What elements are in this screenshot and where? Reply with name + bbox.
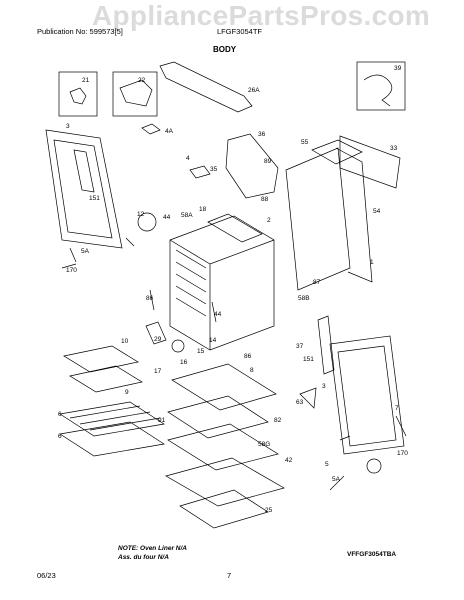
part-29 [145, 321, 167, 345]
callout-54: 54 [373, 208, 381, 215]
part-10-grille [63, 345, 139, 373]
part-9-pan [69, 365, 143, 393]
note-line-1: NOTE: Oven Liner N/A [118, 545, 187, 552]
part-151b [317, 315, 335, 375]
part-door-3b [329, 335, 405, 455]
oven-racks-slots [175, 249, 207, 317]
callout-42: 42 [285, 457, 293, 464]
callout-16: 16 [180, 359, 188, 366]
diagram-code: VFFGF3054TBA [347, 551, 397, 558]
part-6-racks [59, 401, 165, 457]
part-5 [366, 458, 382, 474]
callout-36: 36 [258, 131, 266, 138]
oven-cavity [169, 215, 275, 351]
part-33 [339, 135, 401, 189]
callout-5b: 5 [325, 461, 329, 468]
callout-3b: 3 [322, 383, 326, 390]
callout-58b: 58B [298, 295, 310, 302]
callout-22: 22 [138, 77, 146, 84]
callout-21: 21 [82, 77, 90, 84]
page-number: 7 [227, 571, 232, 580]
part-5a-170 [61, 237, 135, 269]
callout-17: 17 [154, 368, 162, 375]
callout-9: 9 [125, 389, 129, 396]
callout-4: 4 [186, 155, 190, 162]
part-5-170 [329, 415, 407, 491]
part-91-82 [167, 395, 269, 439]
callout-91: 91 [158, 417, 166, 424]
callout-63: 63 [296, 399, 304, 406]
inset-parts [69, 79, 153, 107]
callout-151b: 151 [303, 356, 314, 363]
oven-liner-note: NOTE: Oven Liner N/A Ass. du four N/A [118, 544, 187, 562]
part-151-handle [73, 149, 95, 193]
part-15 [171, 339, 185, 353]
part-36-duct [225, 133, 279, 199]
part-12 [137, 212, 157, 232]
part-55 [311, 139, 363, 165]
part-26a [159, 61, 253, 113]
note-line-2: Ass. du four N/A [118, 554, 169, 561]
watermark: AppliancePartsPros.com [92, 0, 431, 31]
callout-12: 12 [137, 211, 145, 218]
inset-box-21 [58, 71, 98, 117]
callout-35: 35 [210, 166, 218, 173]
part-4 [189, 165, 211, 179]
part-86-44 [149, 289, 217, 323]
callout-55: 55 [301, 139, 309, 146]
callout-7: 7 [395, 405, 399, 412]
callout-5a-b: 5A [332, 476, 341, 483]
part-58g [167, 423, 279, 471]
part-door-3 [45, 129, 123, 249]
part-8 [171, 363, 277, 411]
callout-86b: 86 [244, 353, 252, 360]
callout-44b: 44 [214, 311, 222, 318]
callout-29: 29 [154, 336, 162, 343]
callout-25: 25 [265, 507, 273, 514]
callout-82: 82 [274, 417, 282, 424]
part-2 [207, 213, 263, 243]
callout-15: 15 [197, 348, 205, 355]
callout-10: 10 [121, 338, 129, 345]
section-title: BODY [213, 45, 237, 54]
model-number: LFGF3054TF [217, 27, 263, 36]
part-25 [179, 489, 269, 529]
rack-wires [69, 405, 161, 431]
part-1-body [285, 147, 373, 291]
callout-26a: 26A [248, 87, 260, 94]
callout-87: 87 [313, 279, 321, 286]
callout-18: 18 [199, 206, 207, 213]
callout-5a: 5A [81, 248, 90, 255]
footer-date: 06/23 [37, 571, 56, 580]
callout-170b: 170 [397, 450, 408, 457]
publication-number: Publication No: 599573[5] [37, 27, 123, 36]
callout-6b: 6 [58, 433, 62, 440]
callout-44a: 44 [163, 214, 171, 221]
part-42-drawer [165, 457, 285, 507]
callout-39: 39 [394, 65, 402, 72]
callout-33: 33 [390, 145, 398, 152]
inset-box-22 [112, 71, 158, 117]
part-63 [299, 387, 317, 409]
callout-58g: 58G [258, 441, 270, 448]
callout-1: 1 [370, 259, 374, 266]
callout-86a: 86 [146, 295, 154, 302]
callout-88: 88 [261, 196, 269, 203]
callout-58a: 58A [181, 212, 193, 219]
inset-box-39 [356, 61, 406, 111]
callout-14: 14 [209, 337, 217, 344]
callout-37: 37 [296, 343, 304, 350]
wire-harness-39 [363, 74, 393, 107]
callout-2: 2 [267, 217, 271, 224]
part-4a [141, 123, 161, 135]
callout-151a: 151 [89, 195, 100, 202]
callout-170a: 170 [66, 267, 77, 274]
callout-8: 8 [250, 367, 254, 374]
callout-89: 89 [264, 158, 272, 165]
callout-3a: 3 [66, 123, 70, 130]
callout-4a: 4A [165, 128, 174, 135]
callout-6a: 6 [58, 411, 62, 418]
